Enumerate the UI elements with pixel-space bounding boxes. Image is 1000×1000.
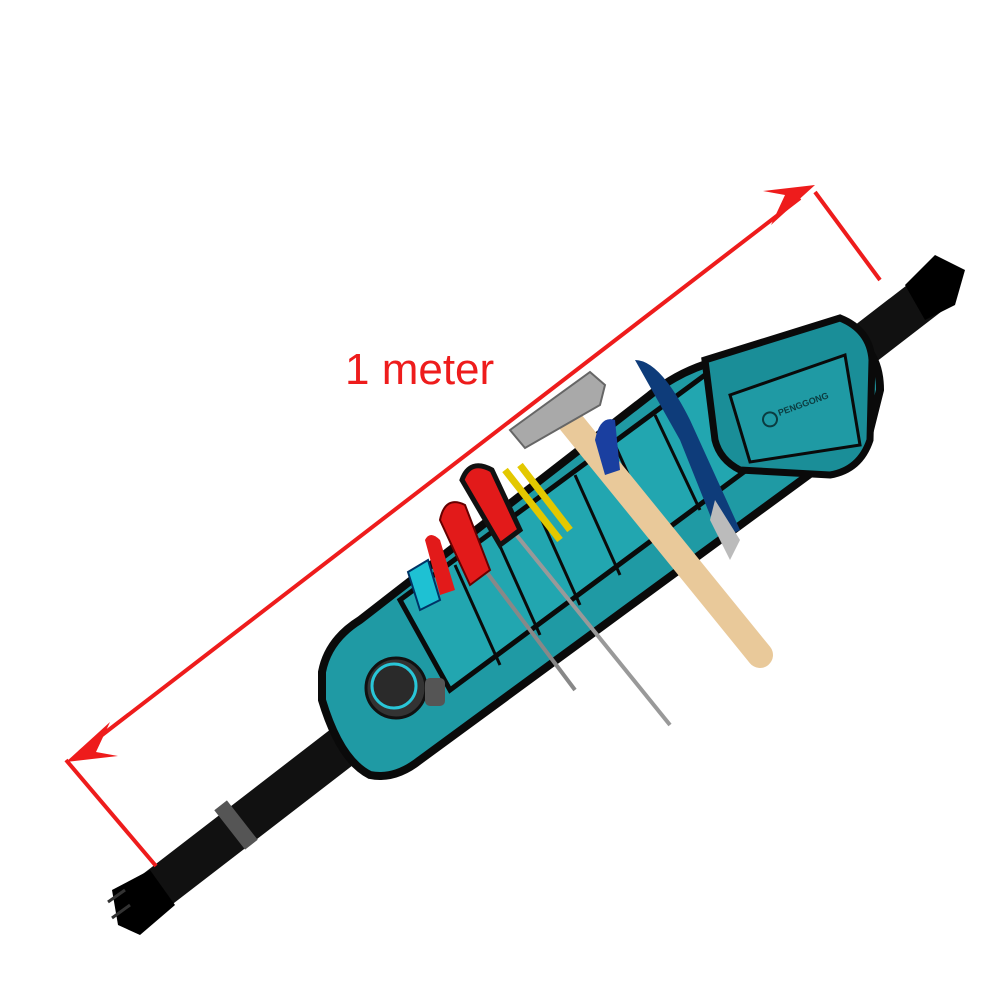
buckle-right [905, 255, 965, 320]
screwdriver-red [438, 501, 577, 692]
brand-logo-icon [762, 411, 779, 428]
arrowhead-right [763, 185, 815, 225]
dimension-label: 1 meter [345, 345, 495, 394]
hammer [508, 370, 773, 668]
dimension-arrow [64, 185, 882, 868]
screwdriver-handle-blue [595, 419, 620, 475]
buckle-left [107, 870, 175, 935]
tape-measure [364, 656, 445, 720]
zip-pouch: PENGGONG [701, 314, 876, 479]
arrowhead-left [66, 722, 118, 762]
screwdriver-black-red [459, 463, 672, 727]
pliers-yellow [502, 462, 573, 543]
small-screwdriver-blue [406, 535, 455, 612]
pliers-blue [635, 360, 740, 560]
strap-adjuster-slider [214, 800, 258, 850]
